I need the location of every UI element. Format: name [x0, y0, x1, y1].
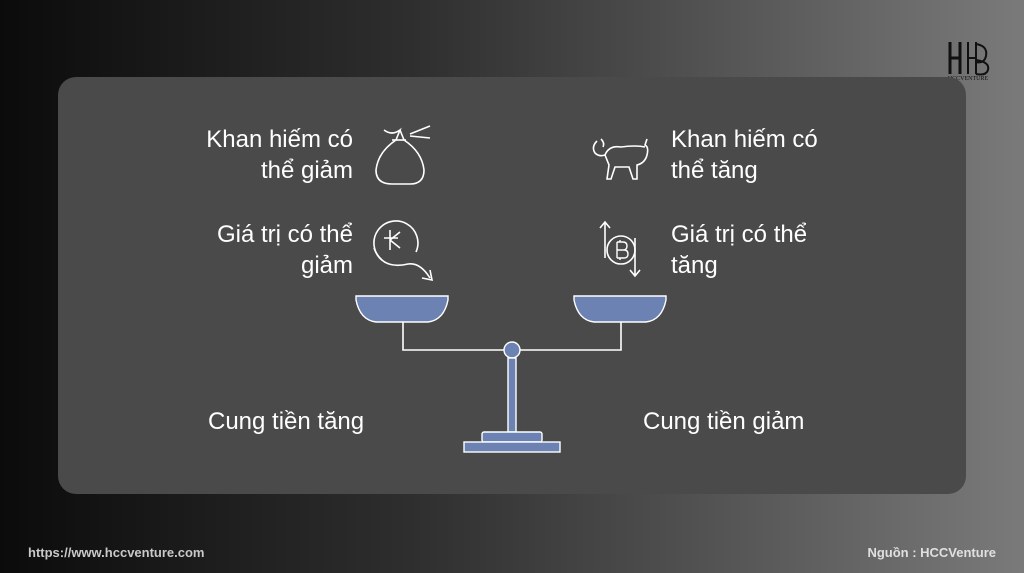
footer-source: Nguồn : HCCVenture — [867, 545, 996, 560]
right-scarcity-text: Khan hiếm có thể tăng — [671, 124, 891, 186]
right-supply-label: Cung tiền giảm — [643, 408, 805, 435]
right-value-line-2: tăng — [671, 252, 718, 279]
brand-logo: HCCVENTURE — [938, 38, 998, 86]
left-value-line-2: giảm — [300, 252, 353, 279]
left-value-text: Giá trị có thể giảm — [150, 219, 353, 281]
left-scarcity-text: Khan hiếm có thể giảm — [150, 124, 353, 186]
right-scarcity-line-1: Khan hiếm có — [671, 126, 818, 153]
money-bag-icon — [375, 125, 431, 185]
currency-down-icon — [373, 220, 434, 282]
left-value-line-1: Giá trị có thể — [216, 221, 353, 248]
footer-url[interactable]: https://www.hccventure.com — [28, 545, 205, 560]
left-scarcity-line-1: Khan hiếm có — [206, 126, 353, 153]
bitcoin-arrows-icon — [599, 220, 641, 278]
brand-name: HCCVENTURE — [947, 76, 989, 82]
right-value-line-1: Giá trị có thể — [671, 221, 808, 248]
left-supply-label: Cung tiền tăng — [208, 408, 365, 435]
hcc-monogram-icon — [948, 42, 990, 76]
right-value-text: Giá trị có thể tăng — [671, 219, 891, 281]
balance-scale-icon — [355, 295, 667, 453]
left-scarcity-line-2: thể giảm — [260, 157, 353, 184]
right-scarcity-line-2: thể tăng — [671, 157, 758, 184]
bull-icon — [592, 138, 649, 180]
